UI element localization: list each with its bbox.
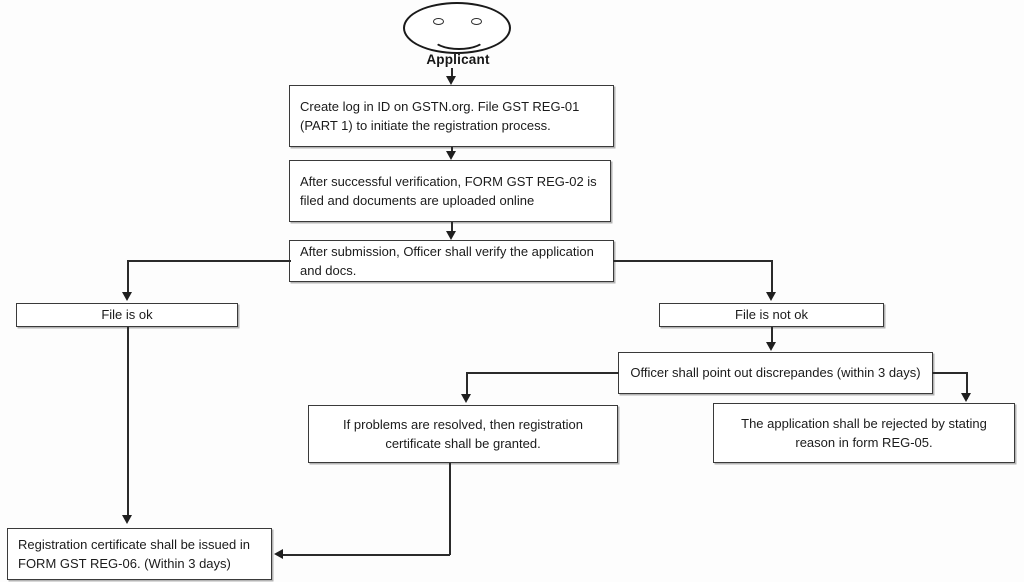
node-create-login: Create log in ID on GSTN.org. File GST R… <box>289 85 614 147</box>
node-verification-text: After successful verification, FORM GST … <box>300 173 597 209</box>
node-file-ok-text: File is ok <box>101 307 153 323</box>
arrowhead-certificate-right <box>274 549 283 559</box>
node-application-rejected: The application shall be rejected by sta… <box>713 403 1015 463</box>
arrowhead-create-login <box>446 76 456 85</box>
arrowhead-discrepancies <box>766 342 776 351</box>
arrowhead-problems-resolved <box>461 394 471 403</box>
node-verification: After successful verification, FORM GST … <box>289 160 611 222</box>
node-create-login-text: Create log in ID on GSTN.org. File GST R… <box>300 98 580 134</box>
edge-file-not-ok-to-discrepancies <box>771 327 773 345</box>
edge-resolved-to-certificate-vertical <box>449 463 451 555</box>
edge-discrepancies-to-resolved-vertical <box>466 372 468 399</box>
edge-discrepancies-to-resolved-horizontal <box>466 372 619 374</box>
node-file-not-ok-text: File is not ok <box>735 307 808 323</box>
node-officer-verify-text: After submission, Officer shall verify t… <box>300 243 594 279</box>
edge-verification-to-officer <box>451 222 453 234</box>
arrowhead-application-rejected <box>961 393 971 402</box>
node-certificate-issued: Registration certificate shall be issued… <box>7 528 272 580</box>
smiley-face-icon <box>403 2 511 54</box>
edge-officer-to-file-ok-horizontal <box>127 260 291 262</box>
node-file-ok: File is ok <box>16 303 238 327</box>
node-discrepancies: Officer shall point out discrepandes (wi… <box>618 352 933 394</box>
edge-file-ok-to-certificate <box>127 327 129 517</box>
edge-resolved-to-certificate-horizontal <box>282 554 450 556</box>
arrowhead-officer-verify <box>446 231 456 240</box>
edge-discrepancies-to-rejected-vertical <box>966 372 968 399</box>
node-discrepancies-text: Officer shall point out discrepandes (wi… <box>630 365 921 381</box>
node-certificate-issued-text: Registration certificate shall be issued… <box>18 536 250 572</box>
node-application-rejected-text: The application shall be rejected by sta… <box>741 415 987 451</box>
applicant-label: Applicant <box>426 52 490 67</box>
edge-officer-to-file-ok-vertical <box>127 260 129 295</box>
smiley-left-eye-icon <box>433 18 444 25</box>
node-officer-verify: After submission, Officer shall verify t… <box>289 240 614 282</box>
arrowhead-file-ok <box>122 292 132 301</box>
node-problems-resolved: If problems are resolved, then registrat… <box>308 405 618 463</box>
node-problems-resolved-text: If problems are resolved, then registrat… <box>343 416 583 452</box>
edge-applicant-to-create-login <box>451 68 453 79</box>
edge-discrepancies-to-rejected-horizontal <box>932 372 967 374</box>
arrowhead-verification <box>446 151 456 160</box>
edge-officer-to-file-not-ok-horizontal <box>613 260 772 262</box>
arrowhead-certificate-top <box>122 515 132 524</box>
smiley-mouth-icon <box>432 26 486 50</box>
edge-create-login-to-verification <box>451 147 453 154</box>
edge-officer-to-file-not-ok-vertical <box>771 260 773 295</box>
node-file-not-ok: File is not ok <box>659 303 884 327</box>
arrowhead-file-not-ok <box>766 292 776 301</box>
smiley-right-eye-icon <box>471 18 482 25</box>
applicant-actor: Applicant <box>398 2 518 74</box>
